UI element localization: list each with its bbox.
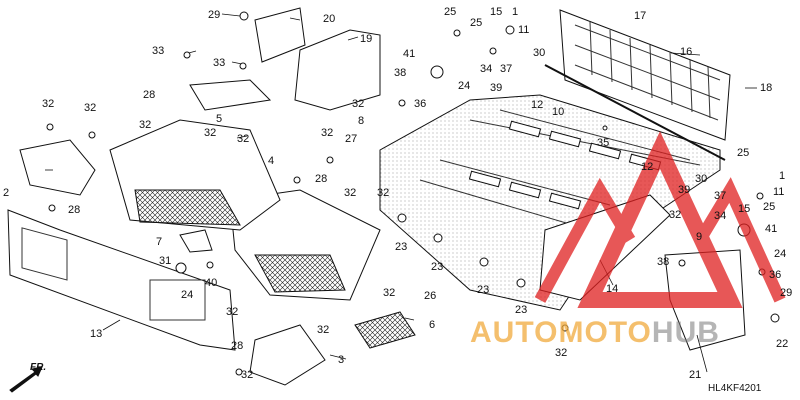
callout-32: 32	[139, 119, 152, 131]
callout-40: 40	[205, 277, 218, 289]
callout-38: 38	[657, 256, 670, 268]
callout-13: 13	[90, 328, 103, 340]
callout-23: 23	[395, 241, 408, 253]
callout-34: 34	[480, 63, 493, 75]
callout-9: 9	[696, 231, 703, 243]
callout-22: 22	[776, 338, 789, 350]
lower-bracket	[249, 324, 326, 386]
callout-32: 32	[377, 187, 390, 199]
callout-1: 1	[512, 6, 519, 18]
callout-33: 33	[152, 45, 165, 57]
diagram-code: HL4KF4201	[708, 383, 762, 394]
callout-39: 39	[678, 184, 691, 196]
callout-23: 23	[431, 261, 444, 273]
callout-18: 18	[760, 82, 773, 94]
watermark-part1: AUTOMOTO	[470, 316, 652, 349]
callout-36: 36	[414, 98, 427, 110]
callout-2: 2	[3, 187, 10, 199]
callout-32: 32	[321, 127, 334, 139]
callout-25: 25	[444, 6, 457, 18]
callout-32: 32	[204, 127, 217, 139]
floor-slots	[468, 120, 662, 210]
callout-28: 28	[143, 89, 156, 101]
callout-32: 32	[555, 347, 568, 359]
callout-16: 16	[680, 46, 693, 58]
callout-37: 37	[714, 190, 727, 202]
callout-39: 39	[490, 82, 503, 94]
mount-bracket	[254, 7, 306, 63]
callout-24: 24	[458, 80, 471, 92]
callout-32: 32	[669, 209, 682, 221]
callout-28: 28	[315, 173, 328, 185]
callout-10: 10	[552, 106, 565, 118]
watermark-logo	[534, 131, 786, 308]
callout-29: 29	[208, 9, 221, 21]
callout-6: 6	[429, 319, 436, 331]
callout-35: 35	[597, 137, 610, 149]
callout-25: 25	[470, 17, 483, 29]
callout-24: 24	[774, 248, 787, 260]
callout-28: 28	[231, 340, 244, 352]
floor-mat	[354, 311, 416, 349]
callout-32: 32	[383, 287, 396, 299]
callout-15: 15	[738, 203, 751, 215]
callout-7: 7	[156, 236, 163, 248]
callout-17: 17	[634, 10, 647, 22]
callout-41: 41	[765, 223, 778, 235]
callout-23: 23	[477, 284, 490, 296]
watermark-text: AUTOMOTOHUB	[470, 316, 720, 350]
callout-20: 20	[323, 13, 336, 25]
callout-32: 32	[317, 324, 330, 336]
callout-34: 34	[714, 210, 727, 222]
callout-19: 19	[360, 33, 373, 45]
callout-31: 31	[159, 255, 172, 267]
callout-24: 24	[181, 289, 194, 301]
watermark-part2: HUB	[651, 316, 720, 349]
callout-1: 1	[779, 170, 786, 182]
front-arrow-icon	[9, 366, 43, 393]
front-direction-label: FR.	[30, 362, 47, 373]
callout-29: 29	[780, 287, 793, 299]
callout-32: 32	[352, 98, 365, 110]
callout-30: 30	[533, 47, 546, 59]
callout-33: 33	[213, 57, 226, 69]
callout-28: 28	[68, 204, 81, 216]
callout-23: 23	[515, 304, 528, 316]
callout-25: 25	[737, 147, 750, 159]
left-side-panel	[7, 209, 236, 351]
callout-21: 21	[689, 369, 702, 381]
callout-12: 12	[531, 99, 544, 111]
support-rod	[544, 64, 726, 161]
callout-27: 27	[345, 133, 358, 145]
callout-12: 12	[641, 161, 654, 173]
callout-26: 26	[424, 290, 437, 302]
front-guard	[19, 139, 96, 196]
side-cover	[294, 29, 381, 111]
callout-32: 32	[42, 98, 55, 110]
callout-36: 36	[769, 269, 782, 281]
callout-30: 30	[695, 173, 708, 185]
callout-32: 32	[226, 306, 239, 318]
callout-32: 32	[237, 133, 250, 145]
callout-5: 5	[216, 113, 223, 125]
callout-37: 37	[500, 63, 513, 75]
callout-41: 41	[403, 48, 416, 60]
callout-8: 8	[358, 115, 365, 127]
clip-bracket	[179, 229, 213, 253]
callout-11: 11	[518, 24, 530, 36]
callout-32: 32	[241, 369, 254, 381]
callout-11: 11	[773, 186, 785, 198]
callout-25: 25	[763, 201, 776, 213]
callout-3: 3	[338, 354, 345, 366]
callout-38: 38	[394, 67, 407, 79]
callout-15: 15	[490, 6, 503, 18]
callout-32: 32	[344, 187, 357, 199]
callout-32: 32	[84, 102, 97, 114]
callout-4: 4	[268, 155, 275, 167]
callout-14: 14	[606, 283, 619, 295]
